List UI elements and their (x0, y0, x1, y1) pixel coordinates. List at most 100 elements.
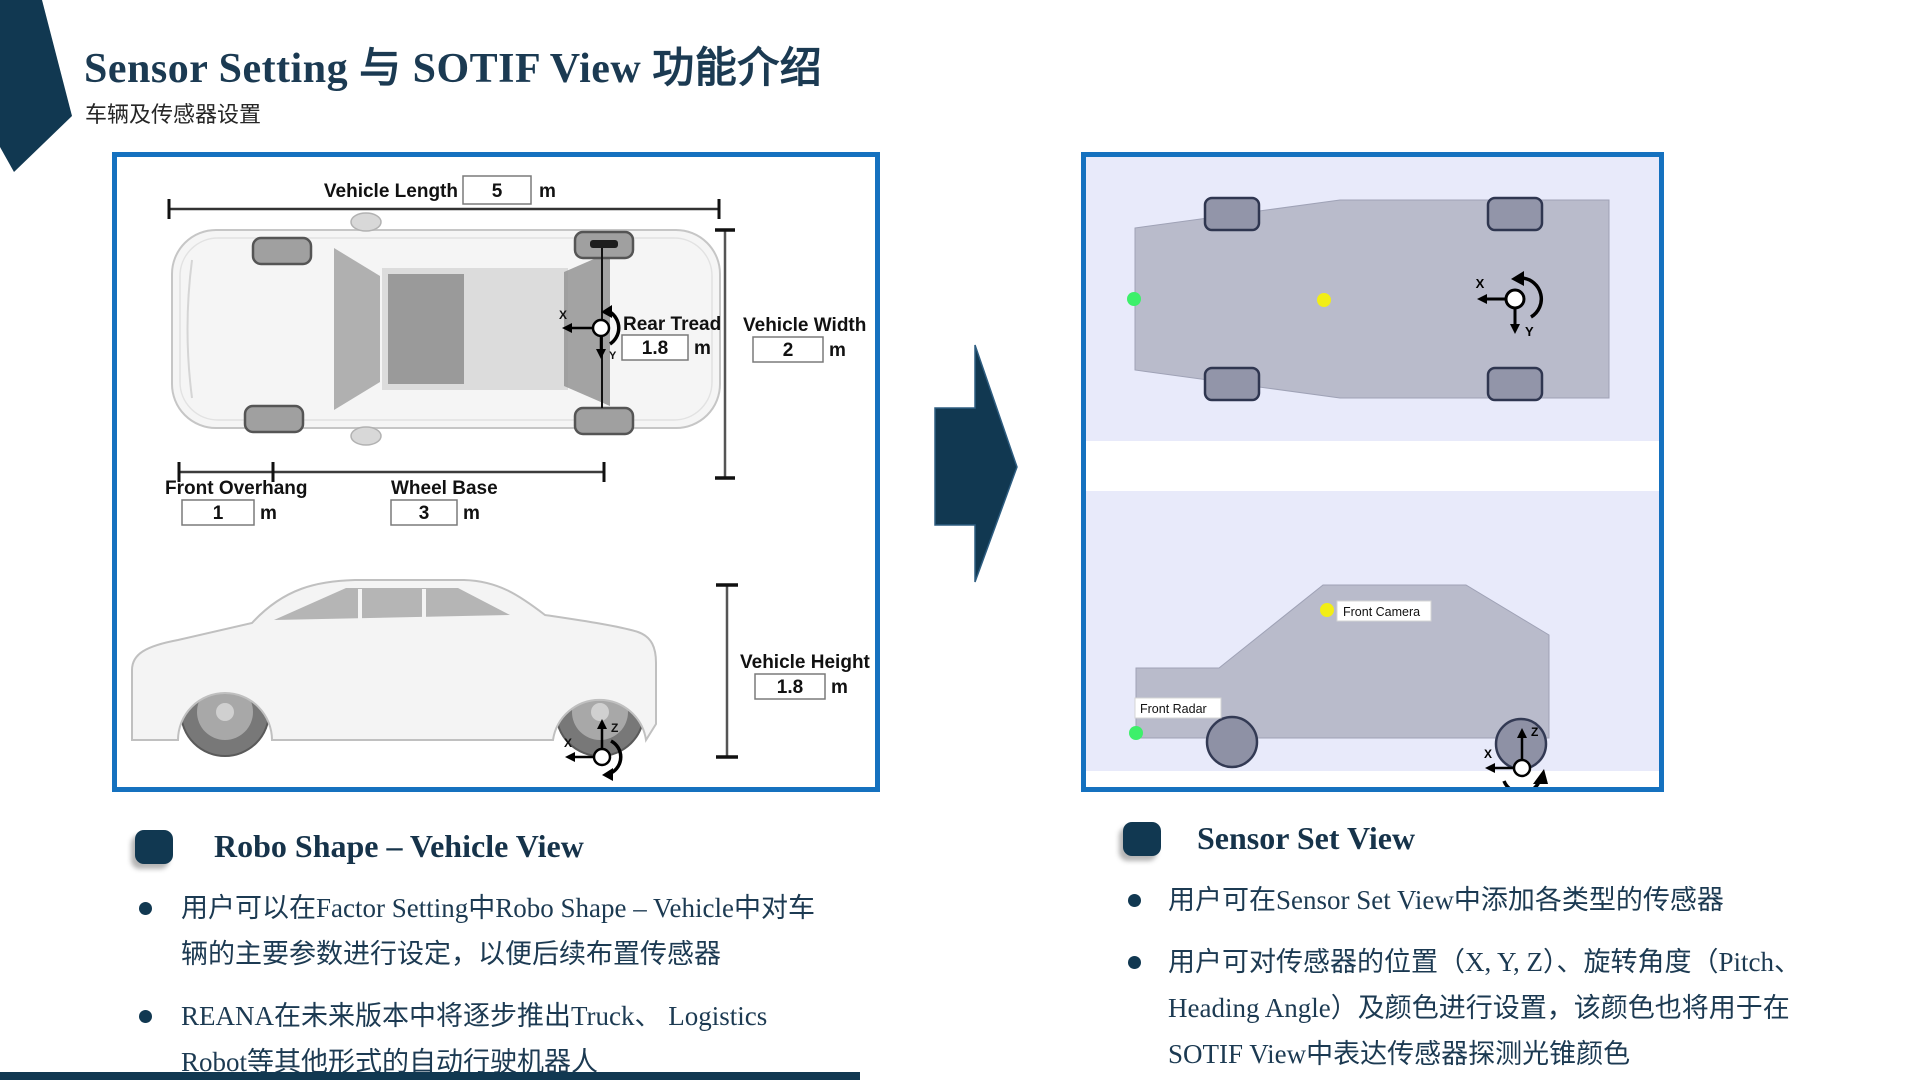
corner-decoration (0, 0, 72, 172)
side-windows (274, 588, 510, 620)
front-hub (216, 703, 234, 721)
rotation-arc-icon (608, 310, 621, 346)
bullet-dot-icon (139, 1010, 152, 1023)
wheel-base-value: 3 (419, 503, 430, 524)
origin-marker (1512, 758, 1532, 778)
vehicle-height-unit: m (831, 677, 848, 698)
sensor-car-side-view: Front Camera Front Radar Z X (1129, 584, 1550, 787)
x-axis-label: X (564, 736, 572, 750)
x-arrowhead-icon (565, 752, 575, 762)
vehicle-height-dimension: Vehicle Height 1.8 m (716, 583, 871, 759)
x-arrowhead-icon (1485, 763, 1495, 773)
rear-axle-marker (590, 240, 618, 248)
right-arrow-icon (934, 344, 1018, 583)
front-radar-dot[interactable] (1129, 726, 1143, 740)
bullet-text: REANA在未来版本中将逐步推出Truck、 Logistics Robot等其… (181, 1001, 768, 1077)
y-axis-label: Y (609, 350, 617, 362)
z-arrowhead-icon (597, 719, 607, 729)
front-camera-dot[interactable] (1320, 603, 1334, 617)
section-bullet-square-icon (135, 829, 173, 864)
bullet-dot-icon (1128, 894, 1141, 907)
page-subtitle: 车辆及传感器设置 (85, 102, 262, 127)
wheel-base-label: Wheel Base (391, 478, 498, 499)
vehicle-height-input[interactable]: 1.8 (754, 673, 826, 700)
rear-tread-label: Rear Tread (623, 314, 721, 335)
front-radar-marker: Front Radar (1129, 697, 1222, 740)
z-arrowhead-icon (1517, 728, 1527, 738)
footer-bar (0, 1072, 860, 1080)
x-axis-label: X (1476, 276, 1485, 291)
wheel-front-left (251, 236, 313, 266)
vehicle-length-unit: m (539, 181, 556, 202)
rotation-arc-icon (610, 739, 623, 775)
rear-tread-input[interactable]: 1.8 (621, 334, 689, 361)
car-top-body-inner (179, 237, 713, 421)
list-item: 用户可对传感器的位置（X, Y, Z）、旋转角度（Pitch、 Heading … (1123, 939, 1863, 1077)
car-side-view (131, 579, 657, 757)
side-axis-marker: Z X (564, 719, 623, 781)
overhang-wheelbase-dimension: Front Overhang 1 m Wheel Base 3 m (165, 462, 606, 526)
front-overhang-input[interactable]: 1 (181, 499, 255, 526)
list-item: 用户可以在Factor Setting中Robo Shape – Vehicle… (135, 885, 895, 977)
vehicle-width-dimension: Vehicle Width 2 m (715, 228, 866, 480)
z-axis-label: Z (611, 721, 618, 735)
vehicle-length-label: Vehicle Length (324, 181, 458, 202)
right-mirror (350, 426, 382, 446)
front-radar-label: Front Radar (1140, 702, 1207, 716)
sensor-set-section: Sensor Set View 用户可在Sensor Set View中添加各类… (1123, 820, 1863, 1077)
vehicle-length-input[interactable]: 5 (462, 175, 532, 205)
wheel-base-unit: m (463, 503, 480, 524)
vehicle-view-section: Robo Shape – Vehicle View 用户可以在Factor Se… (135, 828, 895, 1080)
rear-tread-unit: m (694, 338, 711, 359)
bullet-text: 用户可在Sensor Set View中添加各类型的传感器 (1168, 885, 1724, 915)
rotation-arc-icon (1521, 276, 1544, 319)
bullet-dot-icon (139, 902, 152, 915)
list-item: 用户可在Sensor Set View中添加各类型的传感器 (1123, 877, 1863, 923)
wheel-rear-left (1486, 196, 1544, 232)
vehicle-height-value: 1.8 (777, 677, 803, 698)
windshield (334, 248, 380, 410)
front-overhang-unit: m (260, 503, 277, 524)
origin-marker (1504, 288, 1526, 310)
car-top-body (1134, 199, 1610, 399)
vehicle-width-label: Vehicle Width (743, 315, 866, 336)
sensor-set-heading: Sensor Set View (1197, 820, 1416, 856)
sensor-set-panel: X Y Front Camera (1081, 152, 1664, 792)
x-axis-label: X (559, 308, 567, 322)
vehicle-height-label: Vehicle Height (740, 652, 871, 673)
front-camera-marker: Front Camera (1320, 600, 1432, 622)
rear-tread-value: 1.8 (642, 338, 668, 359)
wheel-base-input[interactable]: 3 (390, 499, 458, 526)
front-camera-dot[interactable] (1317, 293, 1331, 307)
y-arrowhead-icon (596, 349, 606, 359)
rear-tread-dimension: X Y Rear Tread 1.8 m (559, 248, 721, 408)
corner-shape (0, 0, 72, 172)
section-bullet-square-icon (1123, 821, 1161, 856)
x-arrowhead-icon (562, 323, 572, 333)
car-top-view (171, 212, 721, 446)
car-side-body (1135, 584, 1550, 739)
rotation-arc-icon (1502, 778, 1542, 787)
vehicle-length-value: 5 (492, 181, 503, 202)
vehicle-view-panel: Vehicle Length 5 m X Y (112, 152, 880, 792)
z-axis-label: Z (1531, 725, 1538, 739)
origin-marker (592, 747, 612, 767)
rear-hub (591, 703, 609, 721)
front-overhang-value: 1 (213, 503, 224, 524)
vehicle-diagram: Vehicle Length 5 m X Y (131, 175, 871, 781)
wheel-rear-right (1486, 366, 1544, 402)
left-mirror (350, 212, 382, 232)
rotation-arrowhead-icon (602, 768, 613, 781)
transition-arrow (934, 344, 1018, 583)
front-camera-tag (1336, 600, 1432, 622)
wheel-front-right (1203, 366, 1261, 402)
side-axis-marker: Z X (1484, 725, 1548, 787)
list-item: REANA在未来版本中将逐步推出Truck、 Logistics Robot等其… (135, 993, 895, 1080)
sunroof (388, 274, 464, 384)
bullet-dot-icon (1128, 956, 1141, 969)
vehicle-width-input[interactable]: 2 (752, 336, 824, 363)
y-axis-label: Y (1525, 324, 1534, 339)
wheel-front-right (243, 404, 305, 434)
front-radar-dot[interactable] (1127, 292, 1141, 306)
